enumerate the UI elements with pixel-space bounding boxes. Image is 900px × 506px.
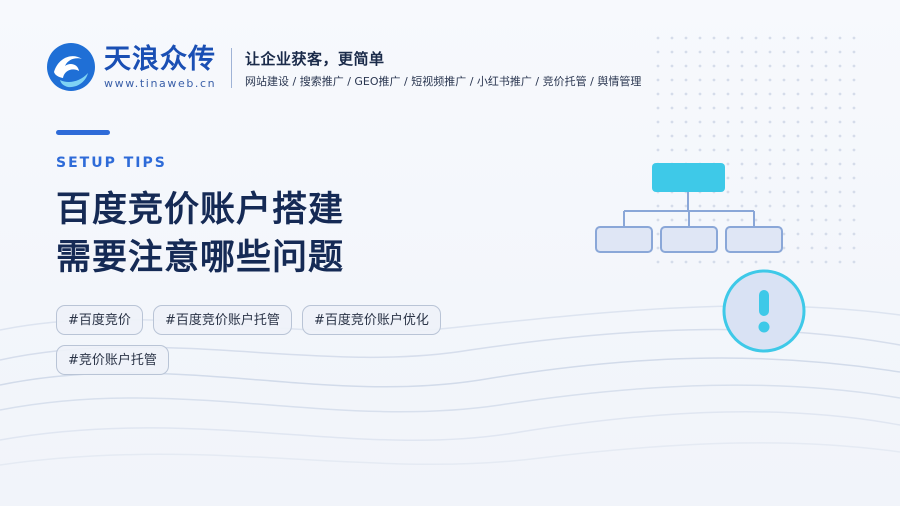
tag[interactable]: #百度竞价账户托管 xyxy=(153,305,292,335)
brand-url: www.tinaweb.cn xyxy=(104,76,217,90)
services-list: 网站建设 / 搜索推广 / GEO推广 / 短视频推广 / 小红书推广 / 竞价… xyxy=(245,75,642,88)
brand-logo[interactable]: 天浪众传 www.tinaweb.cn xyxy=(46,42,216,92)
title-line-1: 百度竞价账户搭建 xyxy=(56,190,345,230)
warning-icon xyxy=(722,269,806,353)
header-divider xyxy=(231,48,232,88)
brand-name: 天浪众传 xyxy=(104,43,216,75)
logo-wave-icon xyxy=(47,43,95,91)
accent-bar xyxy=(56,130,110,135)
tag[interactable]: #百度竞价 xyxy=(56,305,143,335)
tag[interactable]: #百度竞价账户优化 xyxy=(302,305,441,335)
slogan: 让企业获客，更简单 xyxy=(245,50,385,68)
org-chart-icon xyxy=(595,163,783,253)
page-title: 百度竞价账户搭建 需要注意哪些问题 xyxy=(56,186,344,282)
illustration xyxy=(595,163,806,353)
eyebrow-label: SETUP TIPS xyxy=(56,155,167,171)
tag[interactable]: #竞价账户托管 xyxy=(56,345,169,375)
brand-text: 天浪众传 www.tinaweb.cn xyxy=(104,43,217,90)
title-line-2: 需要注意哪些问题 xyxy=(56,238,345,278)
tag-list: #百度竞价 #百度竞价账户托管 #百度竞价账户优化 #竞价账户托管 xyxy=(56,305,526,385)
